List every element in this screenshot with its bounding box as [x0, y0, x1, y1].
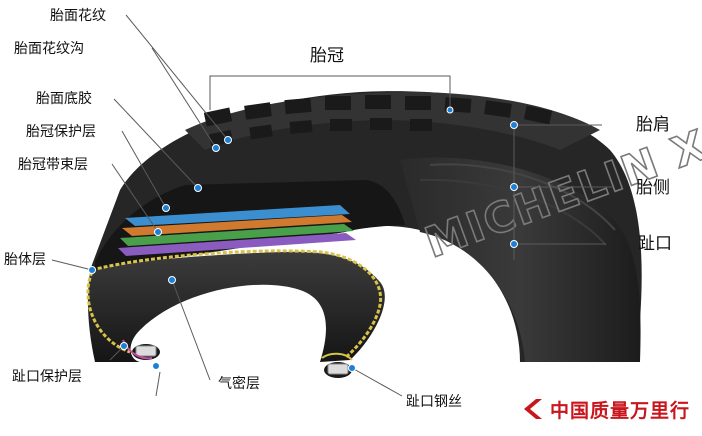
label-crown-belt: 胎冠带束层 [18, 157, 88, 173]
watermark-logo: 中国质量万里行 [522, 396, 698, 422]
sidewall-face [400, 157, 641, 362]
label-tread-groove: 胎面花纹沟 [14, 41, 84, 57]
chevron-logo-icon [524, 399, 544, 419]
label-inner-liner: 气密层 [218, 376, 260, 392]
watermark-text: 中国质量万里行 [550, 399, 691, 422]
carcass-ply [91, 249, 383, 360]
label-bead: 趾口 [638, 234, 672, 254]
label-crown-protection: 胎冠保护层 [26, 124, 96, 140]
tire-inner-cavity [87, 251, 385, 362]
marker-dots [88, 106, 518, 372]
label-bead-wire: 趾口钢丝 [406, 394, 462, 410]
belt-layers [118, 205, 356, 256]
label-bead-protection: 趾口保护层 [12, 369, 82, 385]
carcass-ply [86, 271, 131, 354]
label-tread-base: 胎面底胶 [36, 91, 92, 107]
label-carcass: 胎体层 [4, 252, 46, 268]
label-shoulder: 胎肩 [636, 115, 670, 135]
label-sidewall: 胎侧 [636, 178, 670, 198]
right-bead [321, 352, 353, 378]
label-tread-pattern: 胎面花纹 [50, 8, 106, 24]
leader-lines [51, 14, 612, 397]
sidewall-rib [429, 163, 616, 231]
label-crown: 胎冠 [310, 46, 344, 66]
sidewall-rib [419, 178, 607, 246]
left-bead [122, 339, 160, 360]
